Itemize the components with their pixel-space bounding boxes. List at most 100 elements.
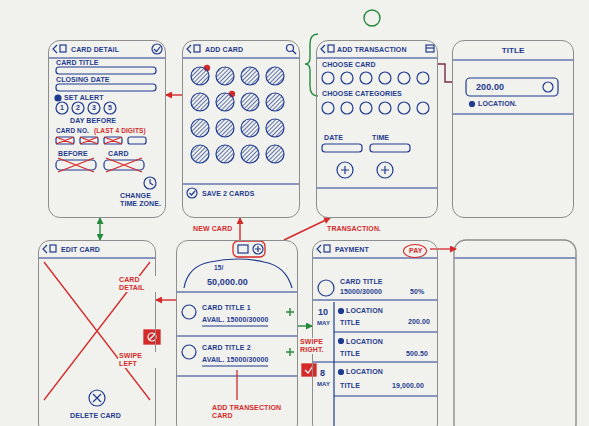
icon-marks — [148, 333, 313, 373]
phone-screen: EDIT CARD — [38, 240, 156, 426]
choice-circle — [379, 72, 391, 84]
choice-circle — [322, 102, 334, 114]
screen-text: CHOOSE CARD — [322, 61, 376, 69]
screen-text: TITLE — [340, 350, 360, 358]
red-ink — [44, 66, 456, 401]
screen-text: SET ALERT — [64, 94, 104, 102]
choice-circle — [341, 102, 353, 114]
choice-circle — [398, 72, 410, 84]
choice-circle — [341, 72, 353, 84]
screen-text: 50% — [410, 288, 424, 296]
card-circle — [241, 119, 259, 137]
phone-screen: 50,000.00 — [176, 240, 298, 426]
flow-arrow — [284, 218, 330, 240]
phone-screen: PAYMENT PAY — [312, 240, 438, 426]
card-circle — [216, 119, 234, 137]
screen-text: 19,000.00 — [392, 382, 424, 390]
pay-button: PAY — [403, 244, 427, 258]
screen-text: 2 — [76, 104, 80, 112]
card-circle — [241, 67, 259, 85]
card-circle — [216, 93, 234, 111]
card-circle — [241, 93, 259, 111]
screen-title: CARD DETAIL — [71, 46, 119, 54]
screen-title: PAYMENT — [335, 246, 369, 254]
screen-text: DELETE CARD — [70, 412, 121, 420]
screen-text: DAY BEFORE — [70, 117, 116, 125]
flow-arrow — [166, 94, 182, 95]
button-label: PAY — [409, 247, 423, 255]
screen-text: 15000/30000 — [340, 288, 382, 296]
edge-label: TRANSACTION. — [326, 225, 382, 233]
screen-text: CARD TITLE 2 — [202, 344, 251, 352]
card-circle — [191, 67, 209, 85]
annotation: SWIPE LEFT — [118, 352, 156, 368]
card-circle — [266, 93, 284, 111]
screen-text: TIME — [372, 134, 389, 142]
screen-text: BEFORE — [58, 150, 88, 158]
screen-text: 200.00 — [408, 318, 430, 326]
screen-text: TITLE — [340, 319, 360, 327]
screen-text: AVAIL. 15000/30000 — [202, 356, 269, 364]
blank-screen — [454, 240, 576, 426]
screen-text: MAY — [317, 320, 330, 327]
screen-text: TITLE — [340, 382, 360, 390]
blue-ink — [38, 44, 576, 426]
flow-arrow — [99, 218, 100, 240]
edge-label: CARD DETAIL — [118, 276, 156, 292]
choice-circle — [360, 72, 372, 84]
card-circle — [241, 145, 259, 163]
screen-title: EDIT CARD — [61, 246, 100, 254]
phone-screen: TITLE — [452, 40, 574, 218]
screen-text: CHANGE TIME ZONE. — [120, 192, 166, 208]
edge-label: NEW CARD — [192, 225, 233, 233]
screen-title: ADD CARD — [205, 46, 243, 54]
screen-text: CARD TITLE — [340, 278, 383, 286]
screen-text: MAY — [317, 381, 330, 388]
screen-text: DATE — [324, 134, 343, 142]
screen-text: LOCATION — [346, 338, 383, 346]
screen-text: CARD — [108, 150, 129, 158]
flow-arrow — [298, 325, 312, 326]
card-circle — [266, 145, 284, 163]
choice-circle — [398, 102, 410, 114]
screen-text: LOCATION — [346, 307, 383, 315]
choice-circle — [379, 102, 391, 114]
screen-text: CARD TITLE — [56, 59, 99, 67]
flow-arrow — [239, 218, 240, 240]
annotation: SWIPE RIGHT. — [299, 338, 333, 354]
card-circle — [266, 67, 284, 85]
screen-text: CARD NO. — [56, 127, 89, 134]
screen-text: CLOSING DATE — [56, 76, 110, 84]
screen-text: CARD TITLE 1 — [202, 304, 251, 312]
screen-text: CHOOSE CATEGORIES — [322, 90, 402, 98]
flow-arrow — [438, 64, 452, 82]
screen-title: TITLE — [453, 46, 573, 55]
card-circle — [266, 119, 284, 137]
choice-circle — [417, 72, 429, 84]
annotation: ADD TRANSECTION CARD — [212, 404, 290, 420]
screen-text: 8 — [320, 368, 325, 378]
screen-text: 3 — [92, 104, 96, 112]
screen-title: 50,000.00 — [207, 277, 248, 287]
screen-text: LOCATION — [346, 368, 383, 376]
screen-text: SAVE 2 CARDS — [202, 190, 254, 198]
screen-text: 500.50 — [406, 350, 428, 358]
card-circle — [191, 119, 209, 137]
card-circle — [191, 93, 209, 111]
flow-arrow — [156, 299, 176, 300]
choice-circle — [360, 102, 372, 114]
screen-text: 1 — [60, 104, 64, 112]
card-circle — [191, 145, 209, 163]
screen-text: AVAIL. 15000/30000 — [202, 316, 269, 324]
screen-title: ADD TRANSACTION — [337, 46, 407, 54]
screen-text: 10 — [318, 307, 328, 317]
choice-circle — [322, 72, 334, 84]
screen-text: 200.00 — [476, 82, 504, 92]
screen-text: 15/ — [214, 264, 223, 271]
screen-text: 5 — [108, 104, 112, 112]
card-circle — [216, 67, 234, 85]
choice-circle — [417, 102, 429, 114]
screen-text: LOCATION. — [478, 100, 517, 108]
card-circle — [216, 145, 234, 163]
